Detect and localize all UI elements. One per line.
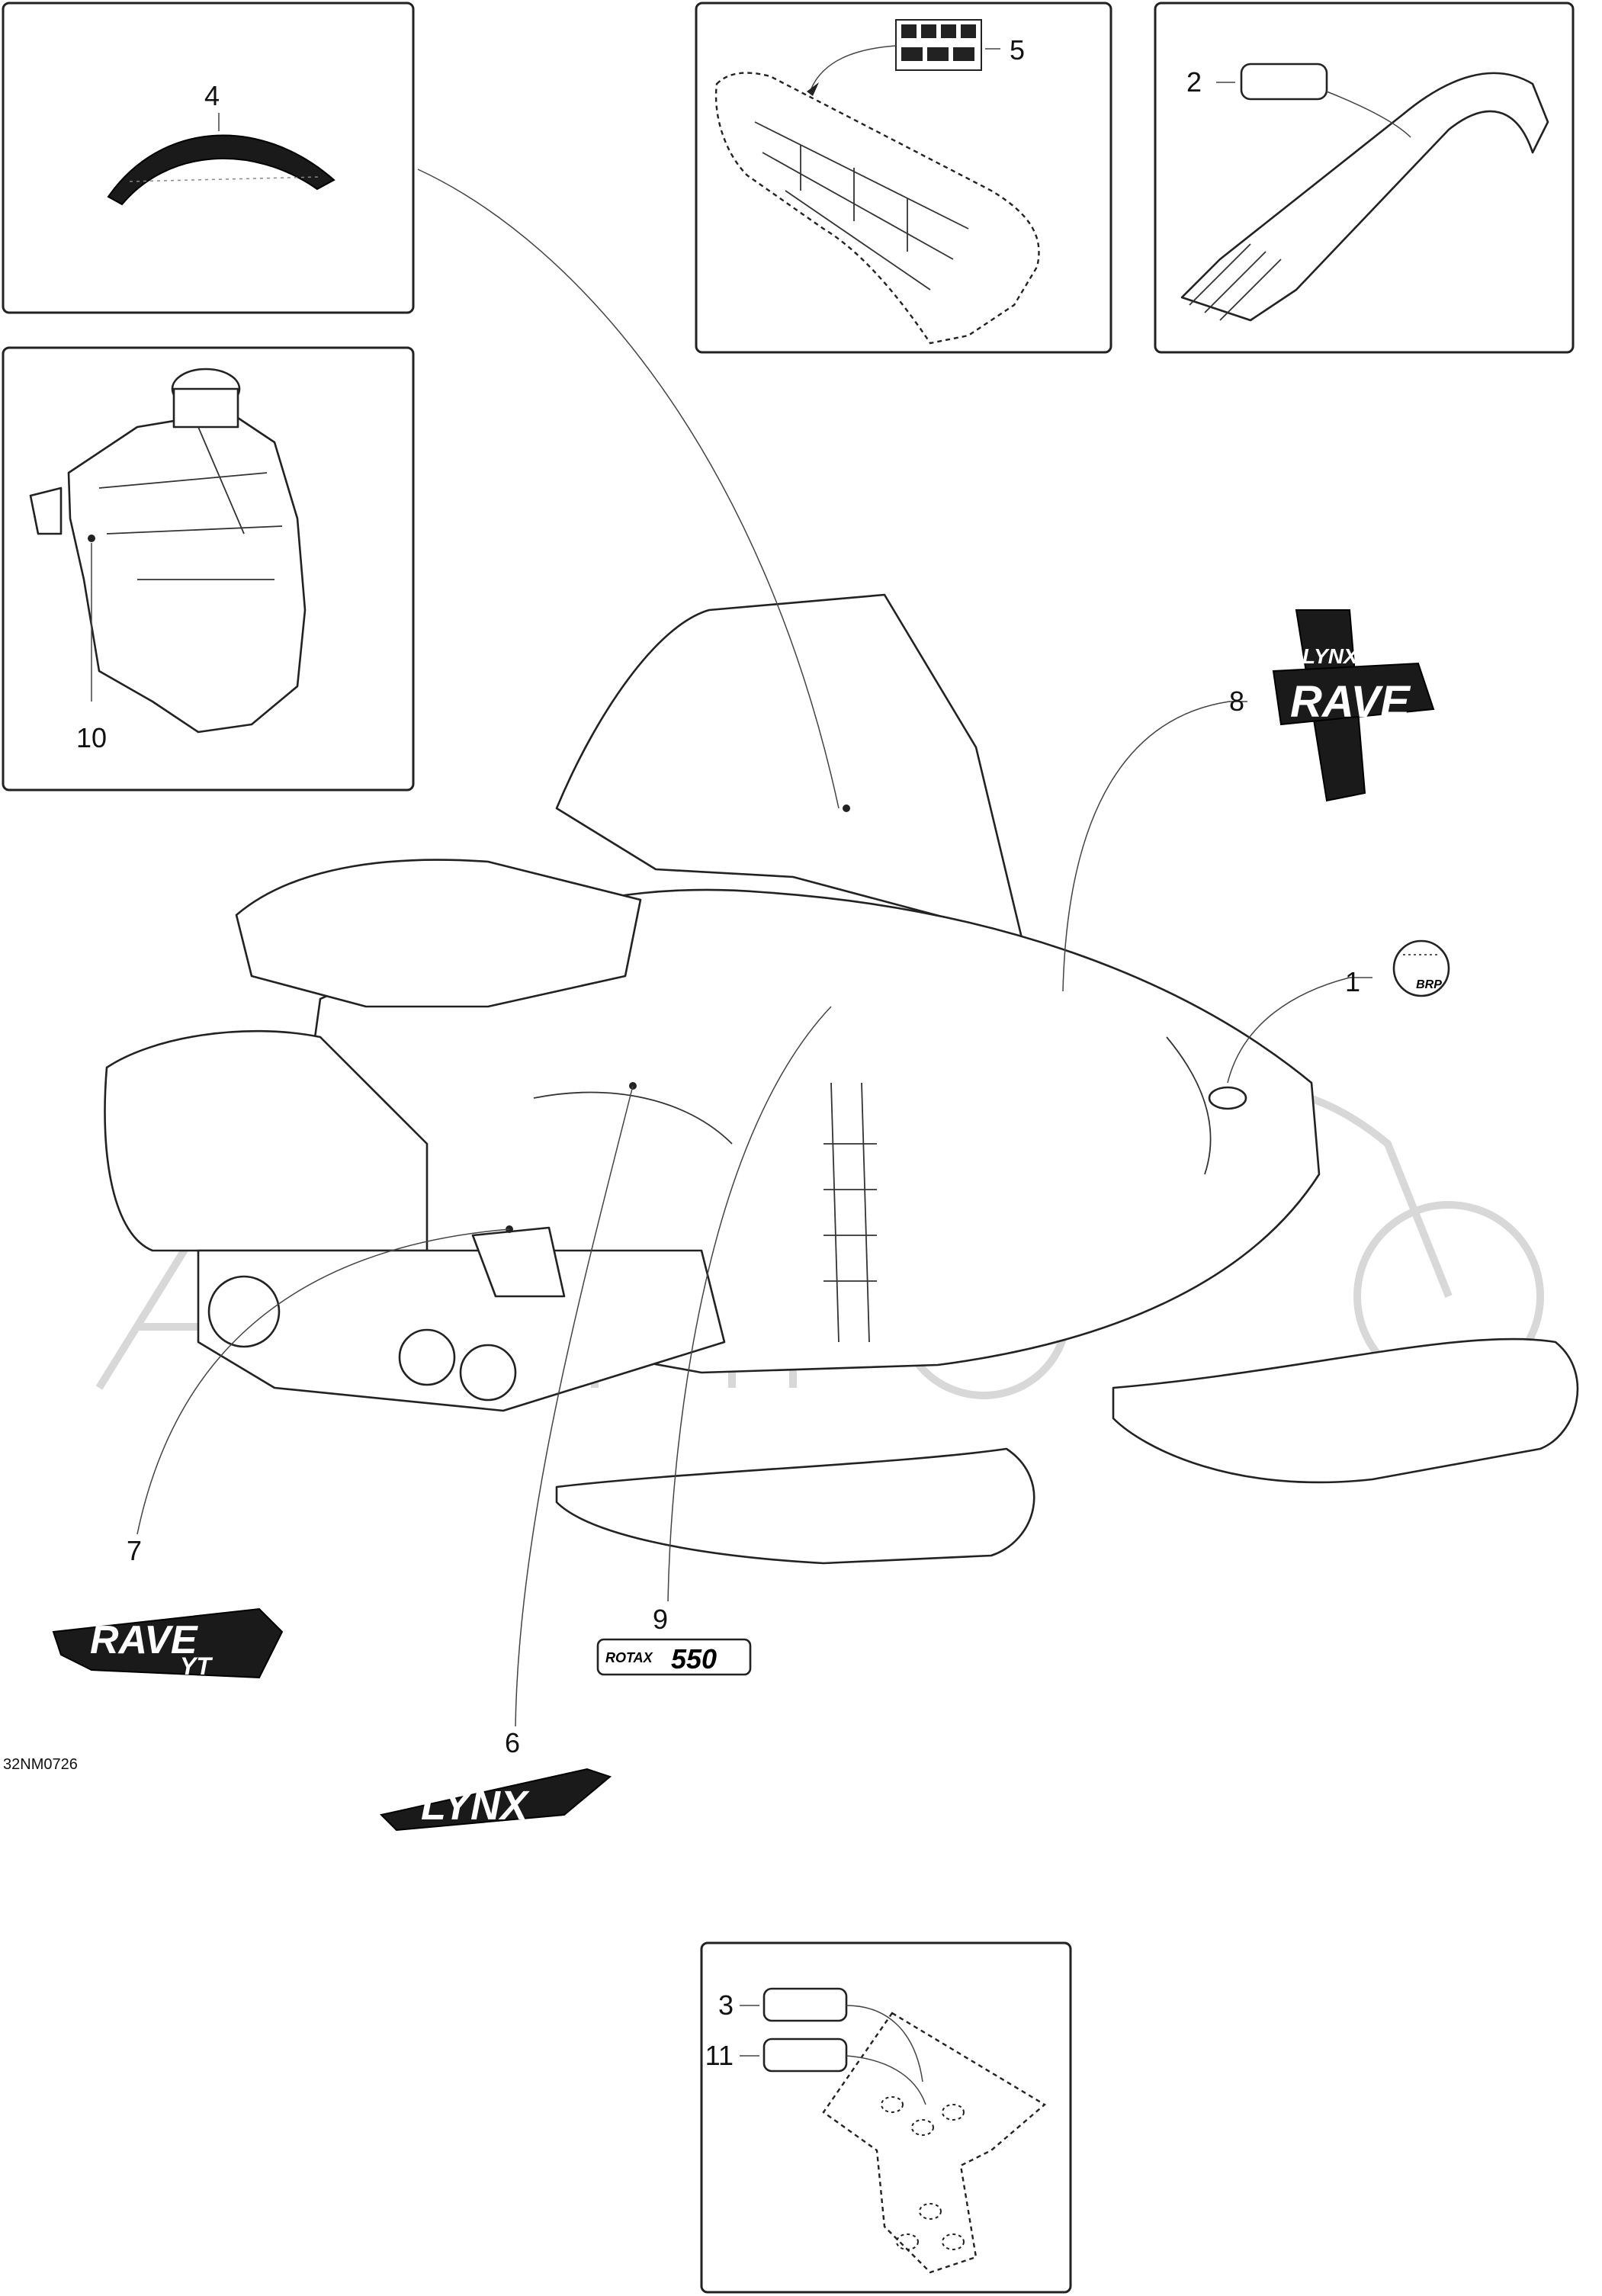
lynx-text: LYNX xyxy=(421,1783,530,1829)
callout-10: 10 xyxy=(76,722,107,753)
headlight xyxy=(1208,1086,1247,1110)
callout-8: 8 xyxy=(1229,686,1244,717)
panel-10: 10 xyxy=(2,346,415,792)
callout-2: 2 xyxy=(1186,66,1202,98)
rotax-text: ROTAX xyxy=(605,1650,653,1665)
left-ski xyxy=(555,1447,1035,1565)
bogie-wheel-2 xyxy=(398,1328,456,1386)
callout-7: 7 xyxy=(127,1535,142,1566)
lynx-small-text: LYNX xyxy=(1302,644,1360,668)
rave-yt-text: RAVE xyxy=(90,1618,198,1662)
bracket-outline xyxy=(822,2012,1047,2274)
drawing-code: 32NM0726 xyxy=(3,1756,78,1773)
decal-2-blank xyxy=(1240,63,1328,101)
right-ski xyxy=(1112,1337,1579,1484)
yt-text: YT xyxy=(180,1652,213,1680)
seat-outline xyxy=(714,72,1040,345)
rotax-decal xyxy=(596,1638,752,1676)
bracket-holes xyxy=(881,2096,965,2250)
decal-1-group: BRP 1 xyxy=(1227,939,1450,1084)
windshield xyxy=(555,593,1023,939)
rave-yt-decal xyxy=(52,1607,284,1679)
bogie-wheel-3 xyxy=(459,1344,517,1402)
rear-fender xyxy=(1180,72,1549,322)
callout-11: 11 xyxy=(705,2040,734,2071)
seat xyxy=(235,859,642,1008)
decal-7-group: RAVE YT 7 xyxy=(52,1228,510,1680)
callout-6: 6 xyxy=(505,1727,520,1758)
rear-body xyxy=(104,1029,429,1252)
callout-5: 5 xyxy=(1010,34,1025,66)
bogie-wheel-1 xyxy=(207,1275,281,1348)
panel-3-11: 3 11 xyxy=(700,1941,1072,2294)
panel-5: 5 xyxy=(695,2,1112,354)
brp-text: BRP xyxy=(1416,978,1442,991)
decal-8-group: LYNX RAVE 8 xyxy=(1062,609,1435,992)
rave-big-text: RAVE xyxy=(1290,677,1411,727)
callout-1: 1 xyxy=(1345,966,1360,997)
side-vent xyxy=(471,1226,566,1298)
lynx-decal xyxy=(380,1768,612,1832)
leader-4 xyxy=(417,169,840,809)
panel-2: 2 xyxy=(1154,2,1575,354)
track xyxy=(197,1249,726,1412)
callout-3: 3 xyxy=(718,1989,734,2021)
decal-4-arc xyxy=(107,134,335,206)
decal-9-group: ROTAX 550 9 xyxy=(596,1006,832,1676)
front-shock xyxy=(823,1082,877,1343)
panel-4: 4 xyxy=(2,2,415,314)
rotax-550-text: 550 xyxy=(671,1643,717,1675)
decal-11-blank xyxy=(762,2037,848,2073)
snowmobile xyxy=(104,593,1579,1565)
callout-4: 4 xyxy=(204,80,220,111)
callout-9: 9 xyxy=(653,1604,668,1635)
decal-6-group: LYNX 6 xyxy=(380,1085,634,1832)
decal-3-blank xyxy=(762,1987,848,2022)
